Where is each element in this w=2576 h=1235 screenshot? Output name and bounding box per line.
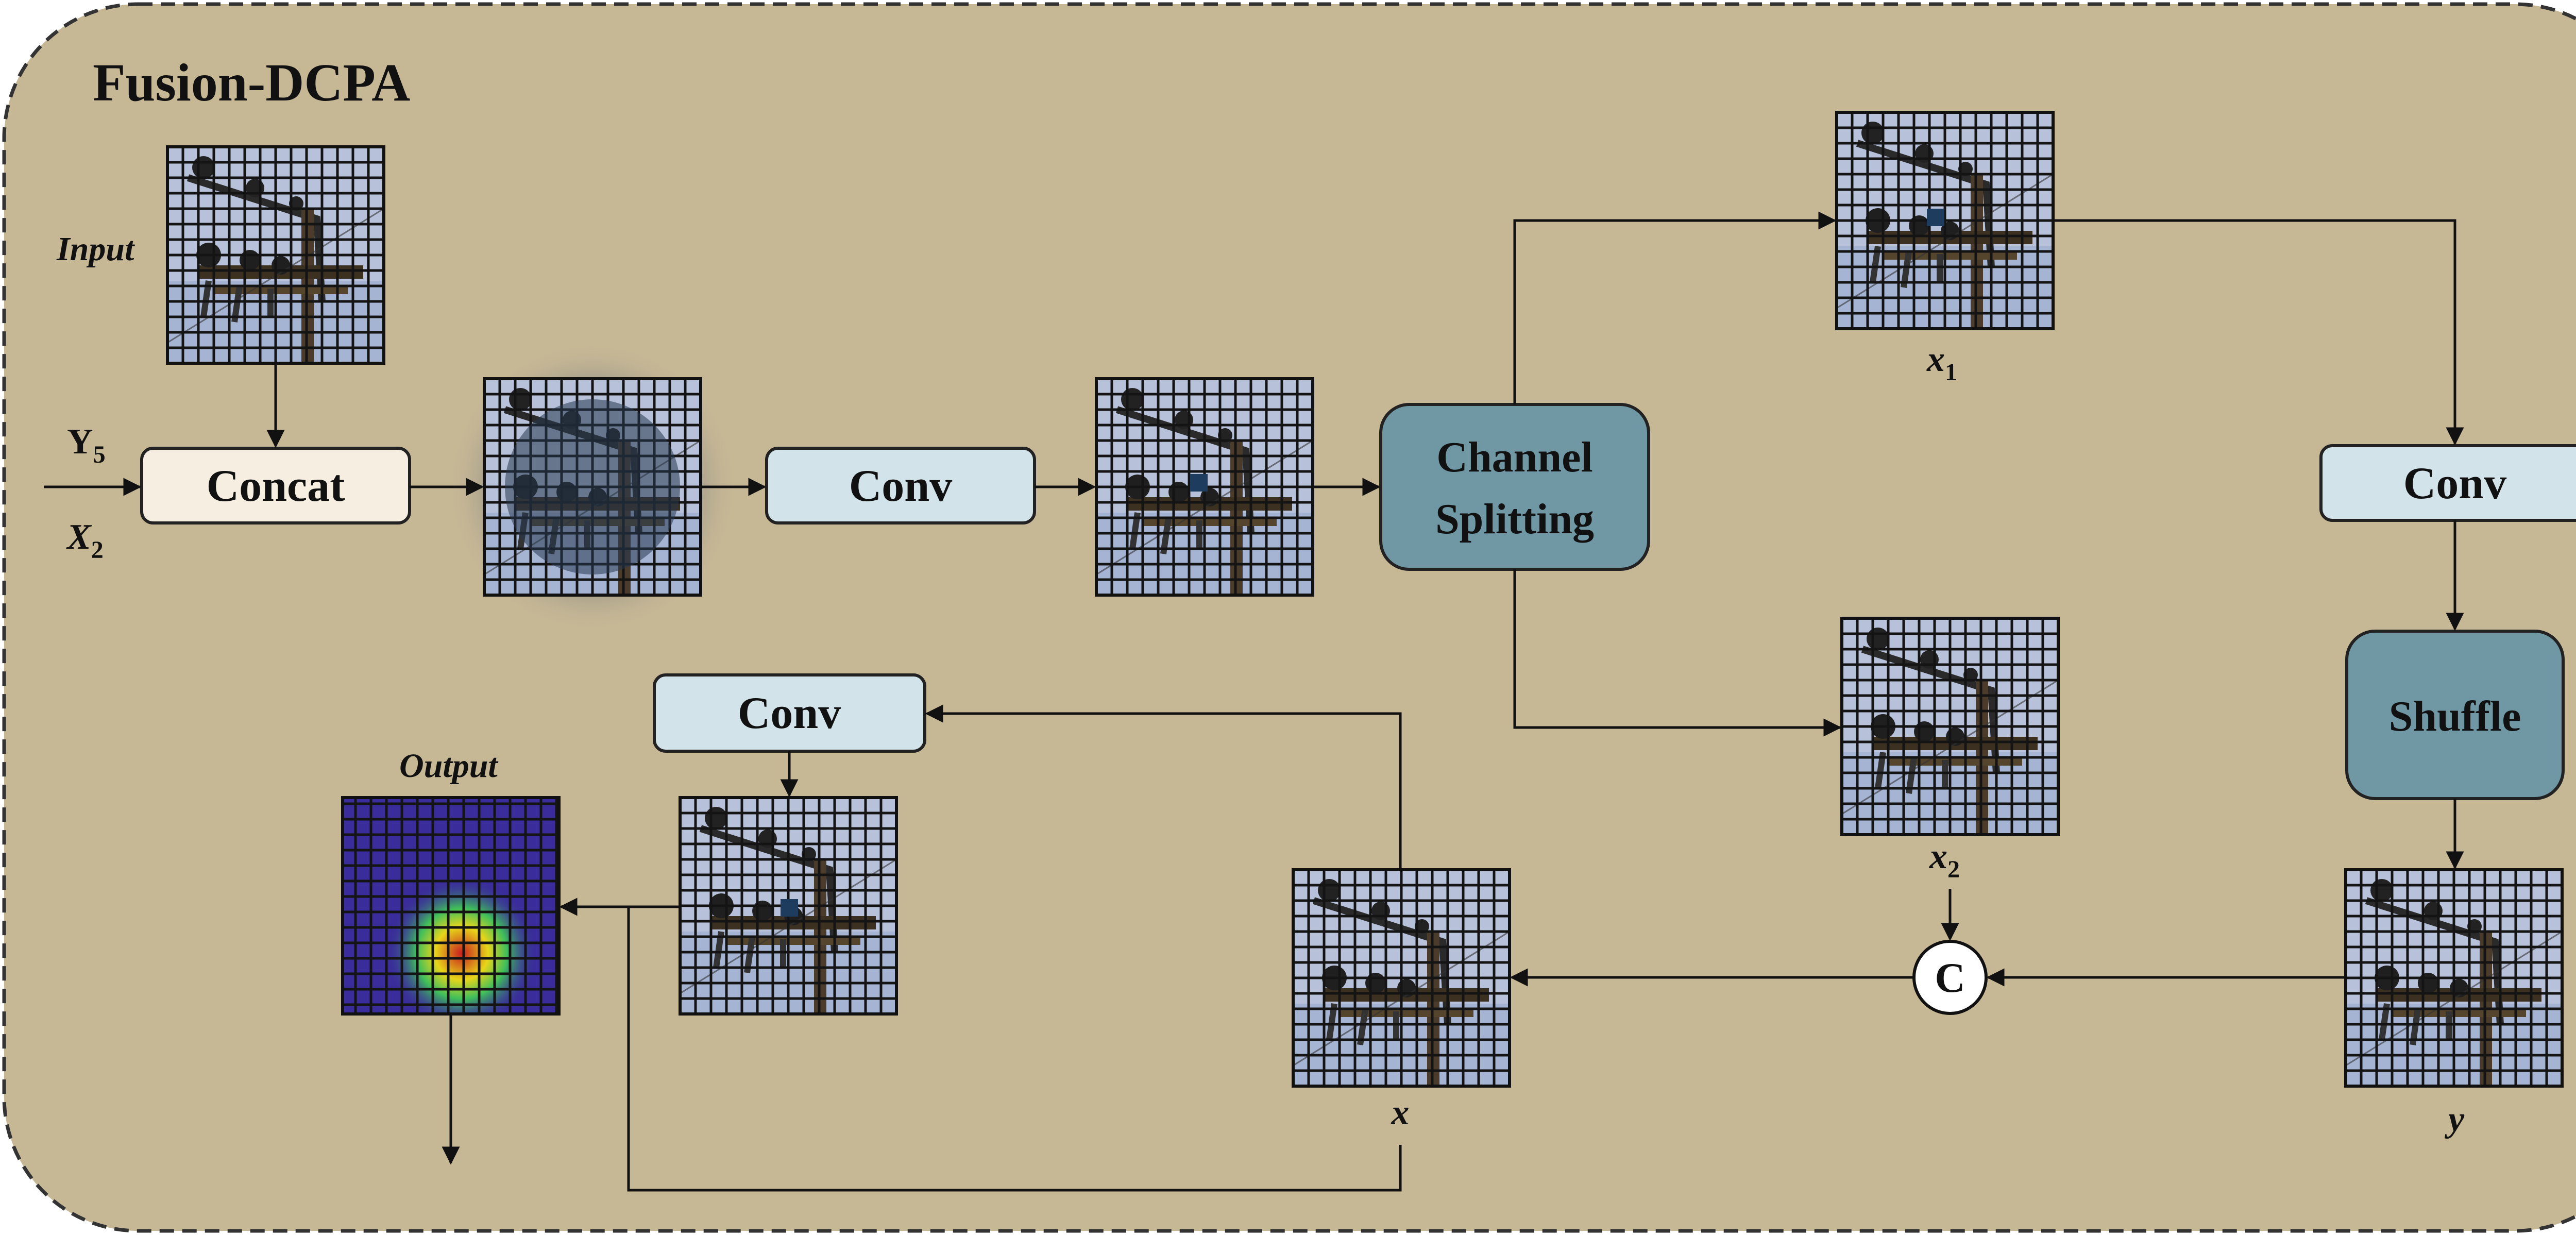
attention-center: [505, 399, 680, 574]
channel-splitting-label-2: Splitting: [1435, 495, 1594, 543]
concat-circle-symbol: C: [1935, 954, 1965, 1001]
x2-input-label: X2: [66, 517, 104, 564]
conv-block-2-label: Conv: [2403, 459, 2507, 509]
conv3-highlight-cell: [781, 899, 798, 917]
conv-block-3-label: Conv: [738, 688, 841, 738]
arrow-x1-to-conv2: [2053, 219, 2464, 446]
y5-label: Y5: [67, 422, 106, 468]
highlight-cell: [1190, 474, 1208, 492]
output-label: Output: [399, 747, 498, 785]
output-heatmap-grid: [343, 798, 559, 1014]
y-feature-map: [2346, 870, 2562, 1086]
x-label: x: [1391, 1093, 1410, 1132]
x2-label: x2: [1929, 837, 1960, 883]
residual-path: [627, 907, 1402, 1192]
diagram-title: Fusion-DCPA: [93, 53, 410, 112]
x2-feature-map: [1842, 618, 2058, 835]
input-feature-map: [167, 147, 384, 363]
channel-splitting-label-1: Channel: [1436, 433, 1592, 481]
connectors: [44, 211, 2464, 1192]
y-label: y: [2445, 1099, 2465, 1139]
channel-splitting-block: [1379, 403, 1650, 571]
arrow-x-to-conv3: [925, 704, 1402, 870]
shuffle-block-label: Shuffle: [2389, 692, 2521, 740]
input-label: Input: [56, 230, 135, 268]
conv-block-1-label: Conv: [849, 461, 953, 511]
concat-block-label: Concat: [207, 461, 345, 511]
x1-feature-map: [1837, 112, 2053, 329]
x1-highlight-cell: [1927, 209, 1944, 226]
arrow-splitting-to-x1: [1513, 211, 1837, 404]
x1-label: x1: [1926, 340, 1957, 386]
arrow-splitting-to-x2: [1513, 569, 1842, 737]
x-feature-map: [1293, 870, 1510, 1086]
